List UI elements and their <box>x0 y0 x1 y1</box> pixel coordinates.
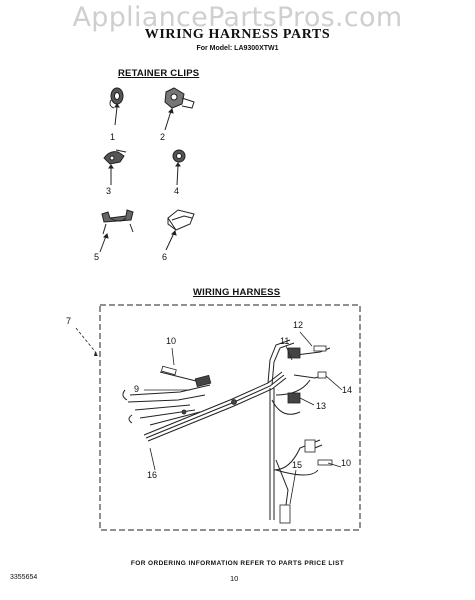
retainer-clip-1-illustration <box>109 87 124 126</box>
retainer-clips-heading: RETAINER CLIPS <box>118 68 200 79</box>
clip-label-5: 5 <box>94 252 100 262</box>
harness-label-13: 13 <box>316 401 327 411</box>
harness-label-14: 14 <box>342 385 353 395</box>
harness-label-10-top: 10 <box>166 336 177 346</box>
clip-label-4: 4 <box>174 186 180 196</box>
retainer-clip-4-illustration <box>172 149 186 186</box>
model-number: For Model: LA9300XTW1 <box>196 45 279 52</box>
retainer-clip-5-illustration <box>99 209 134 253</box>
retainer-clip-2-illustration <box>164 87 195 131</box>
harness-label-12: 12 <box>293 320 304 330</box>
clip-label-1: 1 <box>110 132 116 142</box>
harness-label-16: 16 <box>147 470 158 480</box>
harness-label-10-bottom: 10 <box>341 458 352 468</box>
page-number: 10 <box>230 574 239 583</box>
clip-label-3: 3 <box>106 186 112 196</box>
clip-label-2: 2 <box>160 132 166 142</box>
harness-label-7: 7 <box>66 316 72 326</box>
harness-frame <box>99 304 361 531</box>
part-number: 3355654 <box>10 574 38 581</box>
wiring-harness-illustration <box>122 339 331 520</box>
watermark: AppliancePartsPros.com <box>72 2 403 33</box>
harness-label-15: 15 <box>292 460 303 470</box>
harness-label-11: 11 <box>280 336 290 346</box>
ordering-note: FOR ORDERING INFORMATION REFER TO PARTS … <box>130 560 345 567</box>
retainer-clip-3-illustration <box>103 149 127 185</box>
harness-label-9: 9 <box>134 384 140 394</box>
clip-label-6: 6 <box>162 252 168 262</box>
wiring-harness-heading: WIRING HARNESS <box>193 287 281 298</box>
page-title: WIRING HARNESS PARTS <box>144 27 331 42</box>
retainer-clip-6-illustration <box>165 209 195 251</box>
